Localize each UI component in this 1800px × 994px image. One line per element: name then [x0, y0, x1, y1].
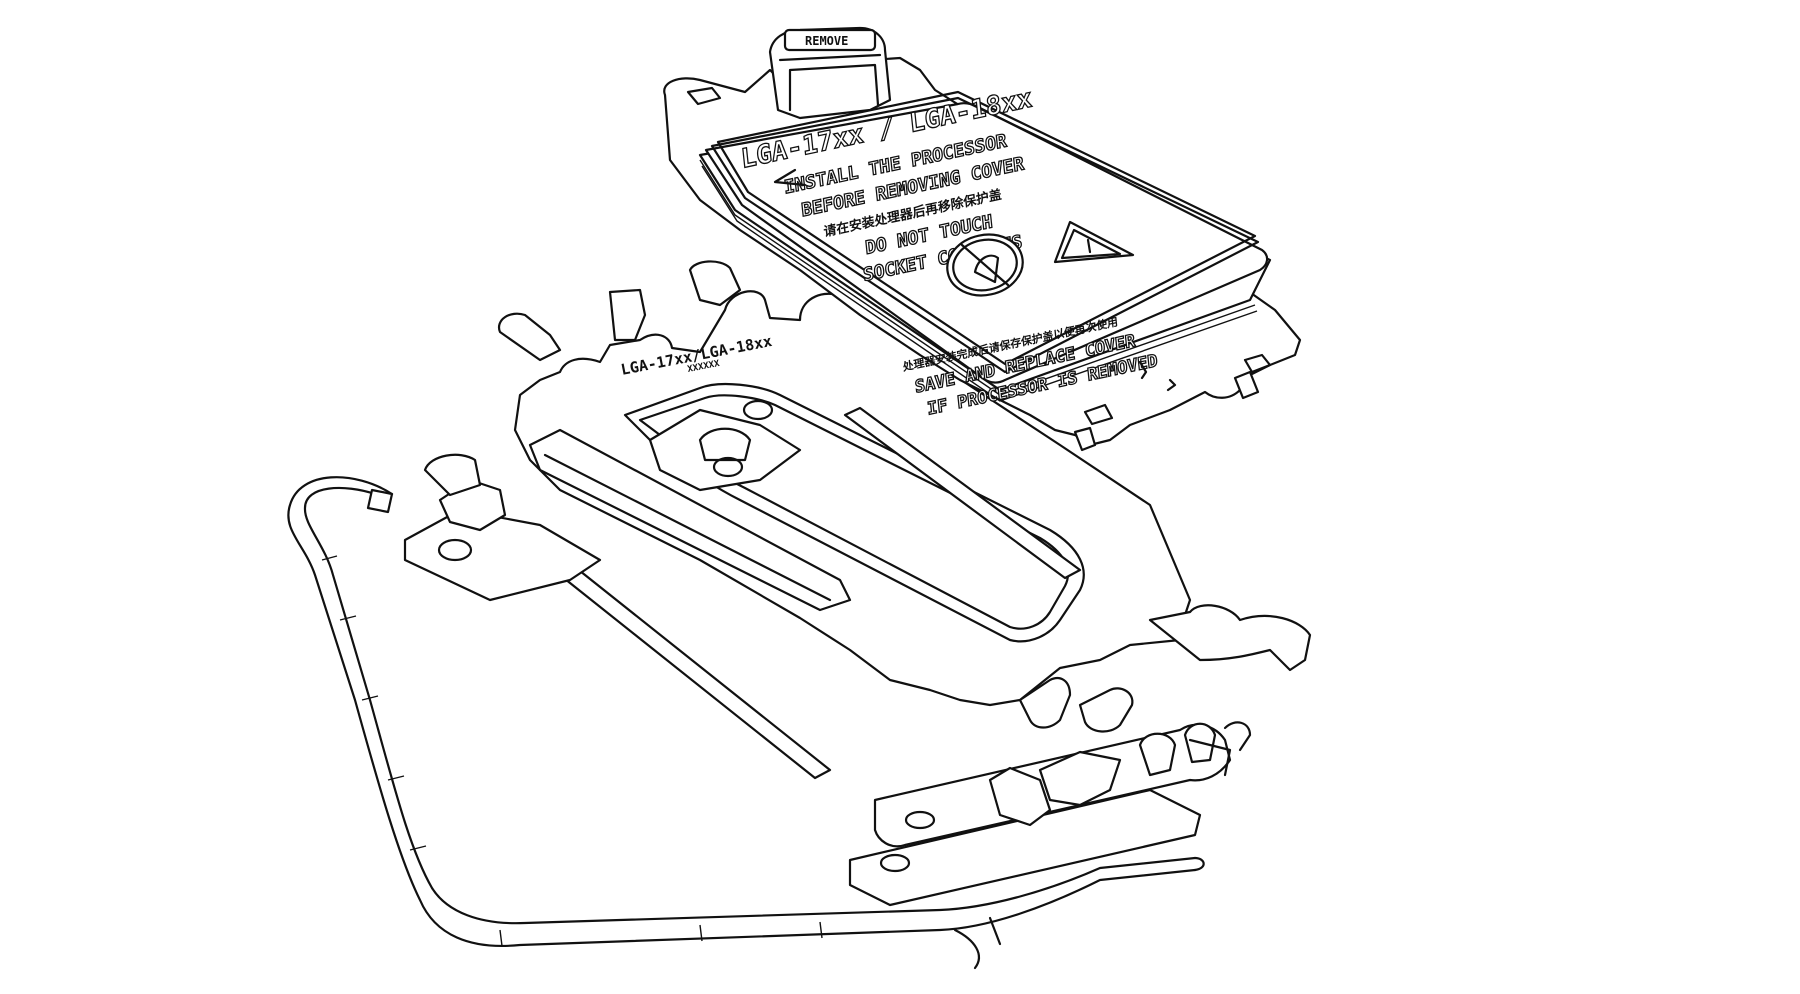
- load-lever: [287, 476, 1205, 970]
- cover-tab-label: REMOVE: [805, 34, 848, 48]
- warning-triangle-icon: [1053, 220, 1135, 264]
- protective-cover: REMOVE LGA-17xx / LGA-18xx INSTALL THE P…: [663, 26, 1302, 452]
- bottom-hinge-plate: [848, 721, 1252, 907]
- no-touch-icon: [946, 233, 1024, 297]
- load-plate: LGA-17xx/LGA-18xx XXXXXX: [403, 260, 1312, 780]
